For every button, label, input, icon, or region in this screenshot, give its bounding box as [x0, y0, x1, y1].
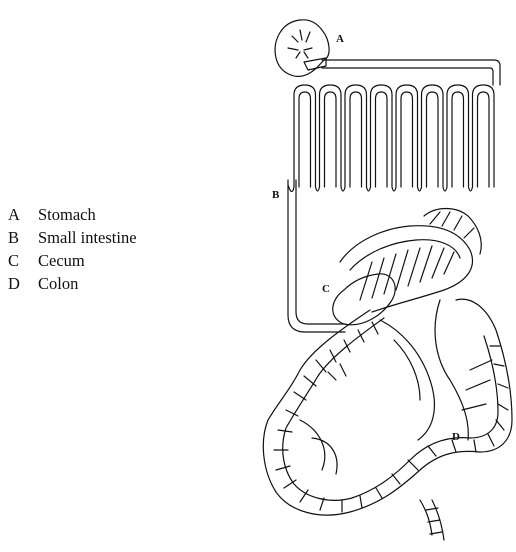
cecum-drawing — [333, 209, 482, 325]
label-c: C — [322, 283, 330, 295]
label-b: B — [272, 189, 280, 201]
stomach-drawing — [275, 20, 329, 76]
label-d: D — [452, 431, 460, 443]
colon-drawing — [263, 299, 512, 540]
small-intestine-drawing — [288, 60, 500, 332]
label-a: A — [336, 33, 344, 45]
